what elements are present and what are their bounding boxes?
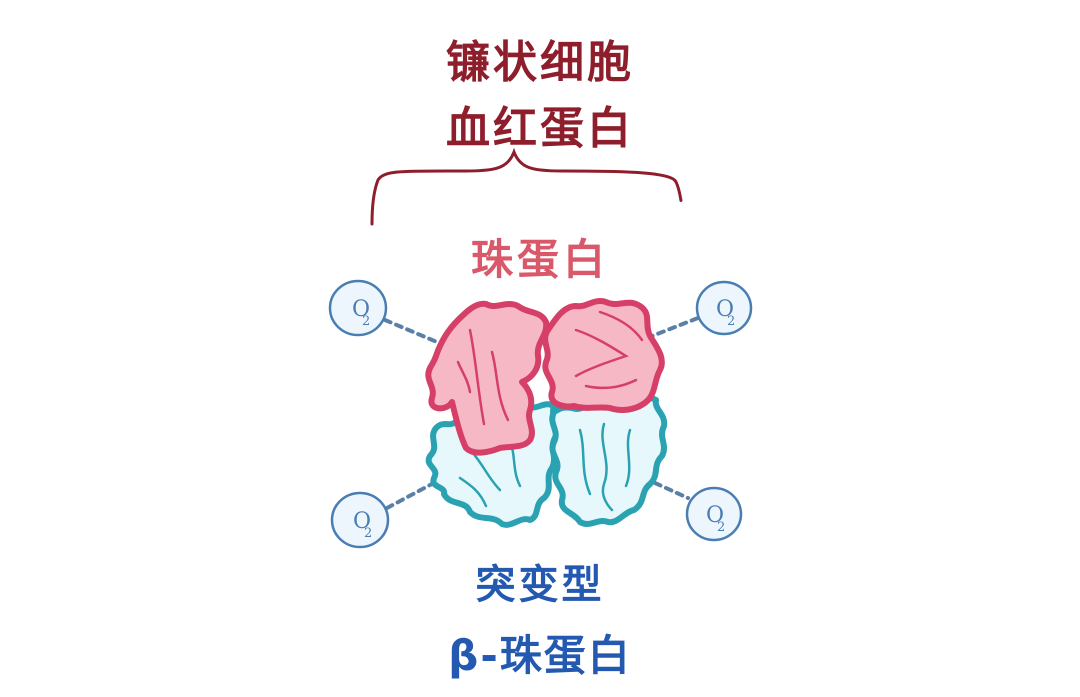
title-line-1: 镰状细胞: [446, 37, 634, 88]
bond-dash-top-left: [383, 318, 446, 347]
mutant-label-line-2: β-珠蛋白: [448, 631, 632, 680]
oxygen-letter: O: [716, 297, 734, 322]
bond-dash-bottom-right: [653, 481, 690, 500]
oxygen-molecule-bottom-left: O 2: [330, 491, 390, 549]
oxygen-subscript: 2: [727, 314, 735, 329]
beta-chain-right: [549, 395, 668, 527]
oxygen-letter: O: [352, 297, 370, 322]
oxygen-subscript: 2: [362, 314, 370, 329]
oxygen-letter: O: [353, 509, 371, 534]
title-line-2: 血红蛋白: [446, 103, 634, 154]
oxygen-letter: O: [706, 503, 724, 528]
oxygen-subscript: 2: [717, 520, 725, 535]
oxygen-molecule-top-left: O 2: [328, 279, 388, 337]
bond-dash-top-right: [645, 316, 700, 340]
curly-brace: [370, 147, 683, 226]
mutant-label-line-1: 突变型: [475, 562, 605, 608]
oxygen-molecule-bottom-right: O 2: [685, 486, 743, 542]
globin-label: 珠蛋白: [470, 235, 609, 284]
oxygen-subscript: 2: [364, 526, 372, 541]
alpha-chain-left: [425, 300, 550, 456]
oxygen-molecule-top-right: O 2: [695, 280, 753, 336]
alpha-chain-right: [542, 298, 665, 413]
